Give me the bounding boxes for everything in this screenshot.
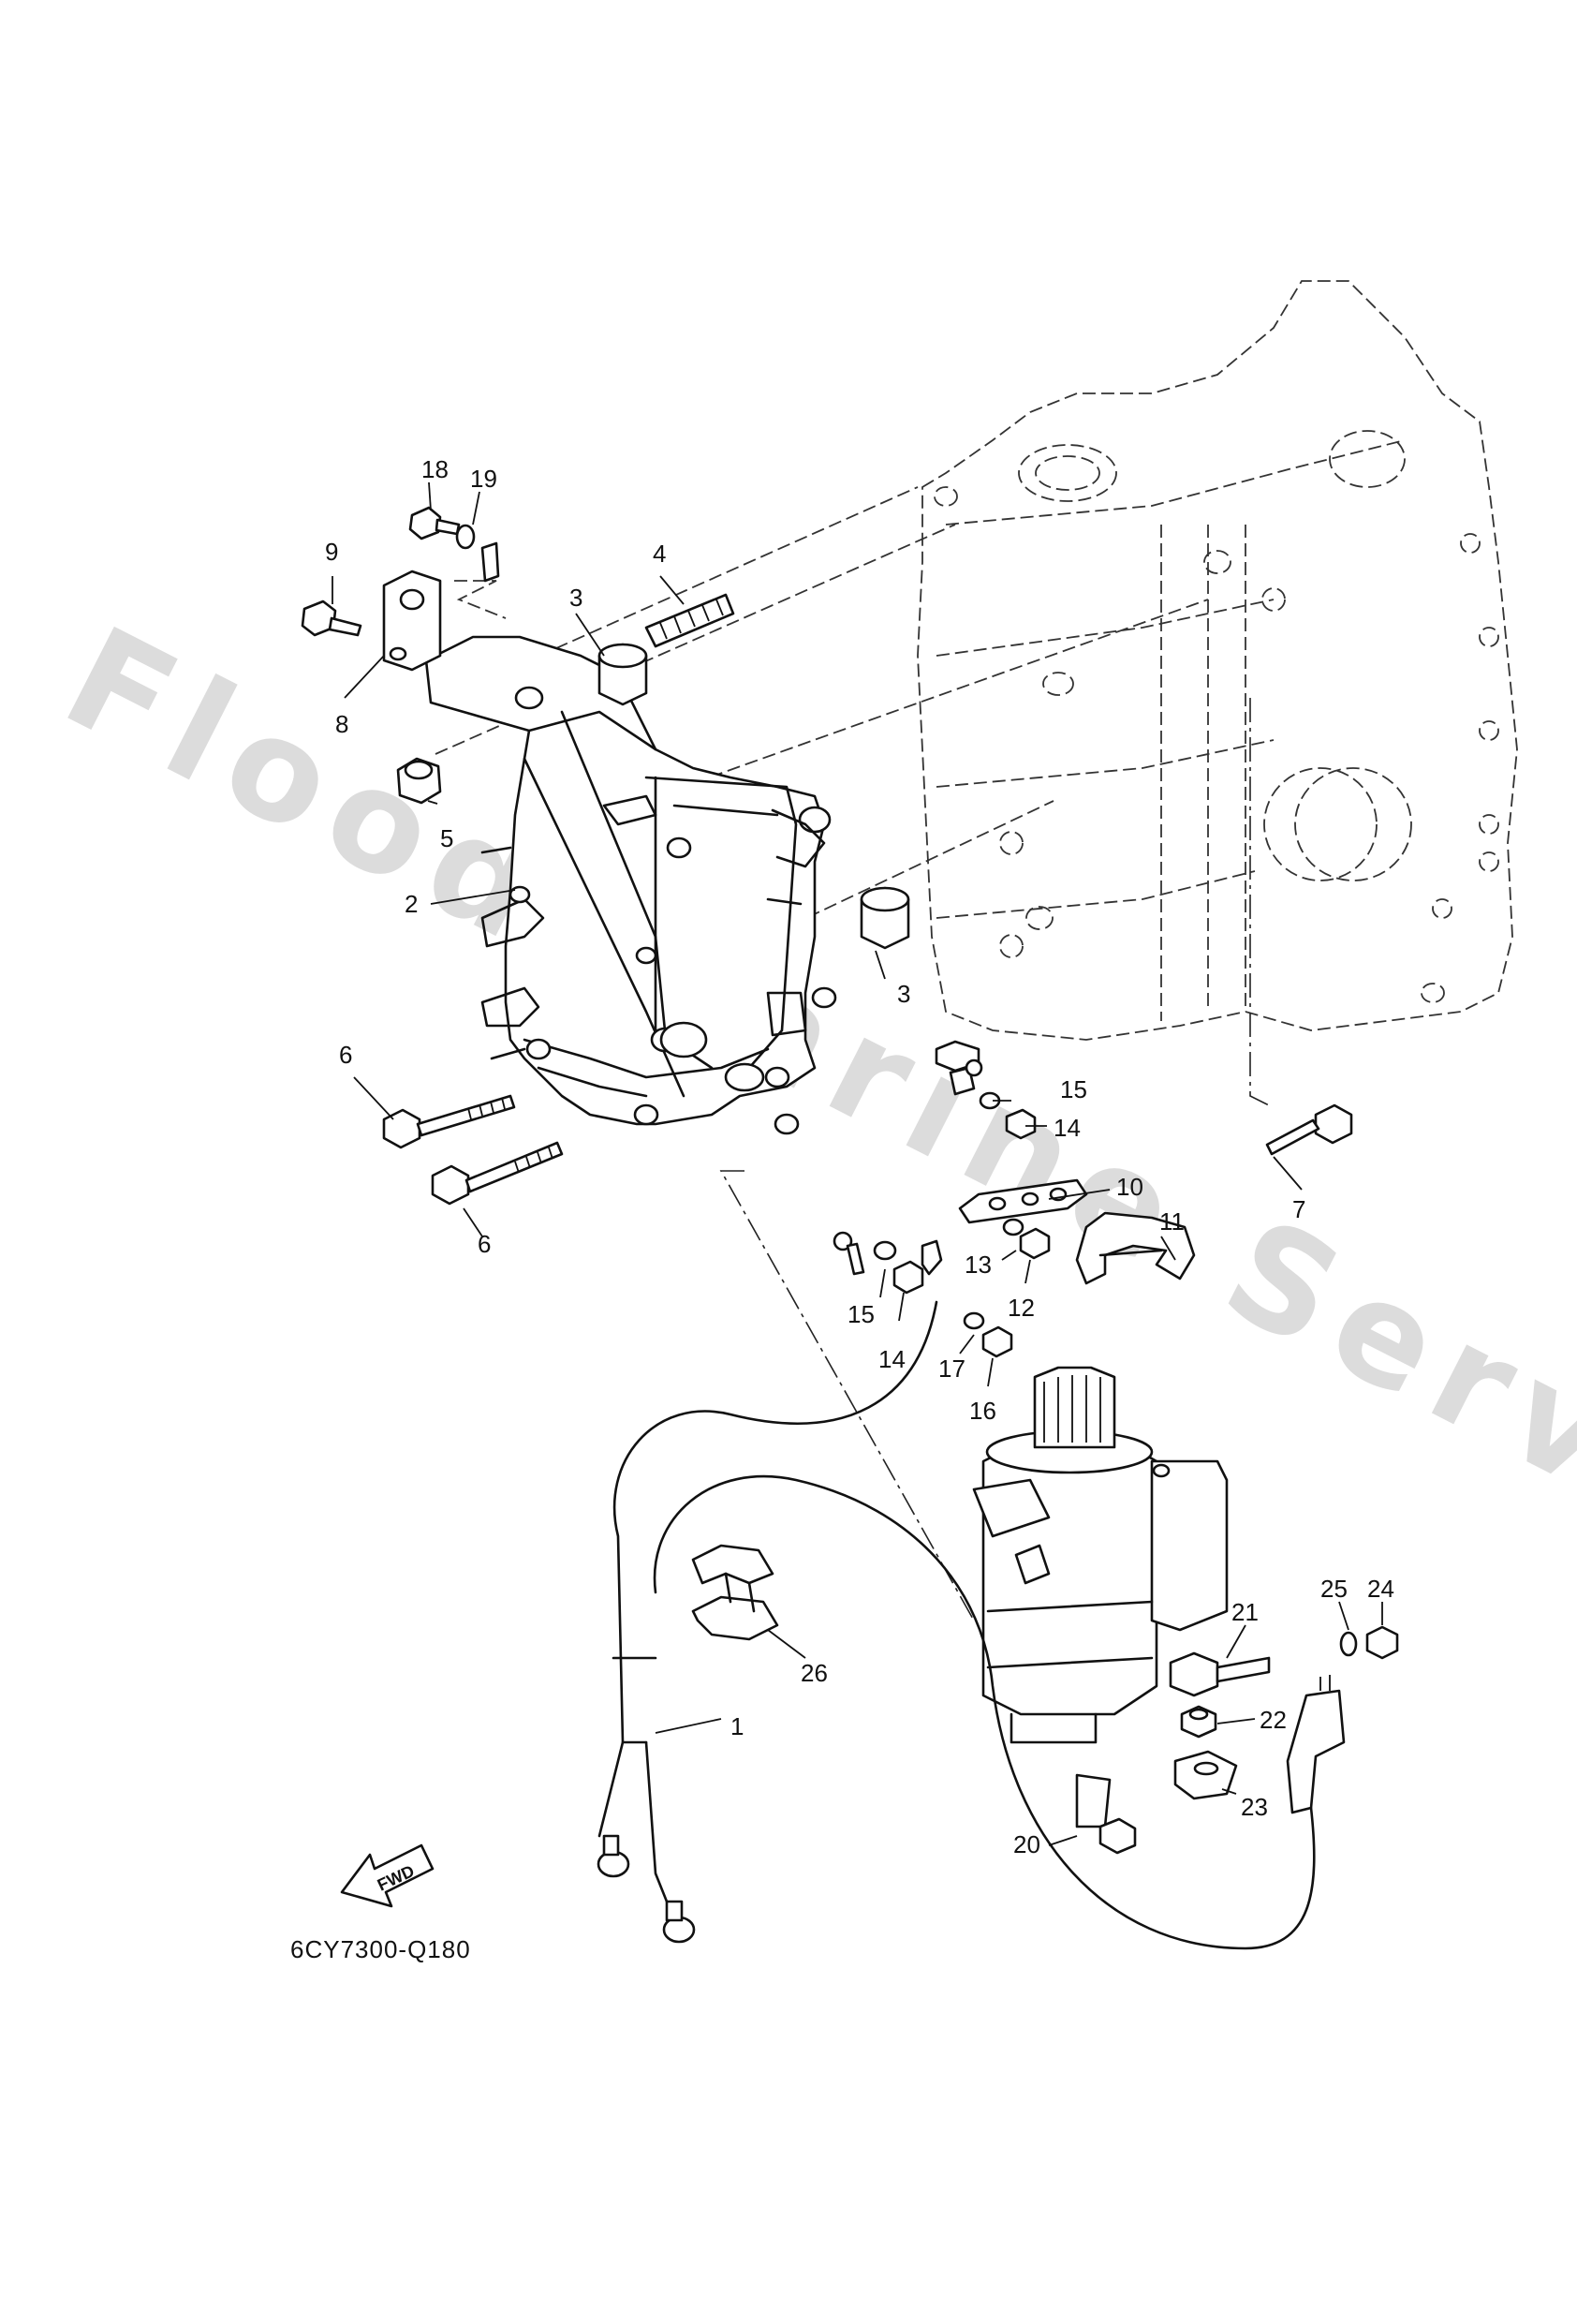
bolt-part-20: [1075, 1773, 1137, 1855]
callout-15-upper: 15: [1060, 1075, 1087, 1103]
callout-10: 10: [1116, 1173, 1143, 1201]
terminal-boot: [1286, 1675, 1346, 1814]
callout-17: 17: [938, 1354, 965, 1383]
callout-25: 25: [1320, 1575, 1348, 1603]
bolt-part-12: [1019, 1227, 1051, 1260]
terminal-upper: [480, 541, 500, 583]
callout-18: 18: [421, 455, 449, 483]
callout-13: 13: [965, 1251, 992, 1279]
callout-14-lower: 14: [878, 1345, 906, 1373]
callout-14-upper: 14: [1054, 1114, 1081, 1142]
callout-12: 12: [1008, 1294, 1035, 1322]
callout-1: 1: [730, 1712, 744, 1740]
nut-part-22: [1180, 1705, 1217, 1739]
nut-part-24: [1365, 1625, 1399, 1660]
callout-3-upper: 3: [569, 584, 582, 612]
callout-19: 19: [470, 465, 497, 493]
bolt-part-14-lower: [892, 1260, 924, 1295]
callout-3-lower: 3: [897, 980, 910, 1008]
callout-16: 16: [969, 1397, 996, 1425]
leader-lines: [332, 481, 1383, 1846]
bolt-part-9: [301, 600, 362, 637]
clamp-part-11: [1075, 1211, 1196, 1285]
callout-labels: 1 2 3 3 4 5 6 6 7 8 9 10 11 12 13 14 14 …: [325, 455, 1394, 1858]
callout-26: 26: [801, 1659, 828, 1687]
nut-part-5: [396, 757, 442, 805]
starter-motor: [972, 1366, 1229, 1744]
watermark: Flood Marine Services: [41, 597, 1577, 1697]
callout-5: 5: [440, 824, 453, 852]
washer-part-25: [1339, 1631, 1358, 1657]
callout-9: 9: [325, 538, 338, 566]
collar-part-3-lower: [860, 886, 910, 950]
wire-terminals-center: [833, 1040, 983, 1276]
battery-cable-part-1: [597, 1300, 1316, 1950]
bolt-part-6-upper: [382, 1094, 516, 1149]
washer-part-13: [1002, 1218, 1024, 1236]
callout-7: 7: [1292, 1195, 1305, 1223]
callout-8: 8: [335, 710, 348, 738]
terminal-nut-part-21: [1169, 1651, 1271, 1697]
clamp-part-26: [691, 1544, 779, 1641]
cap-part-23: [1173, 1750, 1238, 1800]
bracket-part-2: [424, 635, 837, 1135]
callout-24: 24: [1367, 1575, 1394, 1603]
washer-part-15-lower: [873, 1240, 897, 1261]
diagram-code: 6CY7300-Q180: [290, 1935, 471, 1963]
plate-part-8: [382, 570, 442, 672]
fwd-arrow-icon: FWD: [340, 1843, 435, 1908]
callout-6-upper: 6: [339, 1041, 352, 1069]
callout-2: 2: [405, 890, 418, 918]
washer-part-17: [963, 1311, 985, 1330]
bolt-part-7: [1265, 1103, 1353, 1156]
bolt-part-14-upper: [1005, 1108, 1037, 1140]
washer-part-19: [455, 524, 476, 550]
bolt-part-16: [981, 1325, 1013, 1358]
bolt-part-18: [408, 506, 461, 540]
callout-15-lower: 15: [847, 1300, 875, 1328]
callout-6-lower: 6: [478, 1230, 491, 1258]
engine-block-outline: [917, 280, 1518, 1041]
callout-11: 11: [1159, 1207, 1185, 1236]
callout-4: 4: [653, 540, 666, 568]
callout-21: 21: [1231, 1598, 1259, 1626]
stud-bolt-part-4: [644, 593, 735, 648]
callout-22: 22: [1260, 1706, 1287, 1734]
bolt-part-6-lower: [431, 1141, 564, 1206]
collar-part-3-upper: [597, 643, 648, 706]
callout-20: 20: [1013, 1830, 1040, 1858]
callout-23: 23: [1241, 1793, 1268, 1821]
